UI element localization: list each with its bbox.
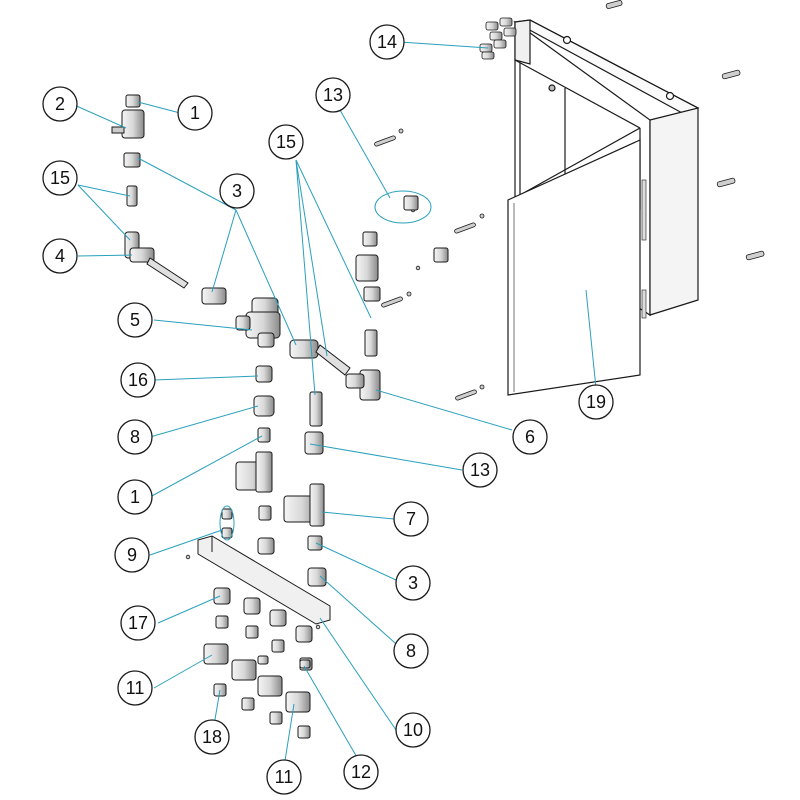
callout-number: 19 bbox=[586, 392, 606, 412]
callout-number: 3 bbox=[408, 573, 418, 593]
callout-13: 13 bbox=[462, 452, 498, 488]
callout-17: 17 bbox=[120, 605, 156, 641]
callout-number: 13 bbox=[323, 85, 343, 105]
callout-11: 11 bbox=[117, 670, 153, 706]
callout-8: 8 bbox=[393, 633, 429, 669]
callout-circle bbox=[268, 124, 304, 160]
callout-number: 1 bbox=[130, 487, 140, 507]
callout-circle bbox=[393, 501, 429, 537]
callout-number: 11 bbox=[126, 678, 145, 698]
callout-18: 18 bbox=[194, 719, 230, 755]
callout-9: 9 bbox=[114, 537, 150, 573]
callout-number: 5 bbox=[130, 310, 140, 330]
callout-16: 16 bbox=[120, 362, 156, 398]
callout-number: 6 bbox=[525, 427, 535, 447]
callout-number: 8 bbox=[406, 641, 416, 661]
callout-8: 8 bbox=[117, 419, 153, 455]
callout-circle bbox=[395, 565, 431, 601]
callout-6: 6 bbox=[512, 419, 548, 455]
callout-19: 19 bbox=[578, 384, 614, 420]
callout-number: 3 bbox=[232, 181, 242, 201]
callout-12: 12 bbox=[343, 754, 379, 790]
callout-circle bbox=[578, 384, 614, 420]
fittings bbox=[111, 94, 449, 739]
callout-14: 14 bbox=[369, 24, 405, 60]
callout-3: 3 bbox=[219, 173, 255, 209]
callout-number: 2 bbox=[55, 94, 65, 114]
callout-5: 5 bbox=[117, 302, 153, 338]
callout-number: 4 bbox=[55, 246, 65, 266]
callout-circle bbox=[194, 719, 230, 755]
callout-number: 9 bbox=[127, 545, 137, 565]
callout-number: 14 bbox=[377, 32, 397, 52]
callout-circle bbox=[117, 302, 153, 338]
leader-lines bbox=[71, 41, 597, 768]
callout-circle bbox=[120, 605, 156, 641]
callout-circle bbox=[369, 24, 405, 60]
callout-15: 15 bbox=[268, 124, 304, 160]
callout-number: 15 bbox=[276, 132, 296, 152]
callout-4: 4 bbox=[42, 238, 78, 274]
callout-circle bbox=[512, 419, 548, 455]
mounting-screws bbox=[185, 0, 765, 630]
callout-10: 10 bbox=[395, 712, 431, 748]
callout-number: 11 bbox=[275, 767, 294, 787]
callout-number: 15 bbox=[50, 168, 70, 188]
callout-number: 16 bbox=[128, 370, 148, 390]
callout-1: 1 bbox=[177, 95, 213, 131]
callout-1: 1 bbox=[117, 479, 153, 515]
callout-circle bbox=[42, 86, 78, 122]
callout-circle bbox=[42, 160, 78, 196]
callout-number: 1 bbox=[190, 103, 200, 123]
callout-circle bbox=[117, 479, 153, 515]
callout-circle bbox=[462, 452, 498, 488]
callout-15: 15 bbox=[42, 160, 78, 196]
callout-number: 13 bbox=[470, 460, 490, 480]
callout-7: 7 bbox=[393, 501, 429, 537]
callout-circle bbox=[395, 712, 431, 748]
callout-circle bbox=[117, 419, 153, 455]
callout-3: 3 bbox=[395, 565, 431, 601]
callout-number: 10 bbox=[403, 720, 423, 740]
callout-circle bbox=[219, 173, 255, 209]
callout-circle bbox=[393, 633, 429, 669]
callout-number: 8 bbox=[130, 427, 140, 447]
callout-2: 2 bbox=[42, 86, 78, 122]
cabinet-enclosure bbox=[507, 19, 700, 396]
callout-circle bbox=[117, 670, 153, 706]
callout-number: 12 bbox=[351, 762, 371, 782]
callout-number: 17 bbox=[128, 613, 148, 633]
screw-cluster-14 bbox=[479, 17, 517, 60]
callout-circle bbox=[177, 95, 213, 131]
callout-circle bbox=[266, 759, 302, 795]
callout-number: 18 bbox=[202, 727, 222, 747]
callout-circle bbox=[42, 238, 78, 274]
callout-11: 11 bbox=[266, 759, 302, 795]
callout-number: 7 bbox=[406, 509, 416, 529]
callout-circle bbox=[114, 537, 150, 573]
callout-13: 13 bbox=[315, 77, 351, 113]
callout-circle bbox=[343, 754, 379, 790]
callout-circle bbox=[120, 362, 156, 398]
callout-circle bbox=[315, 77, 351, 113]
